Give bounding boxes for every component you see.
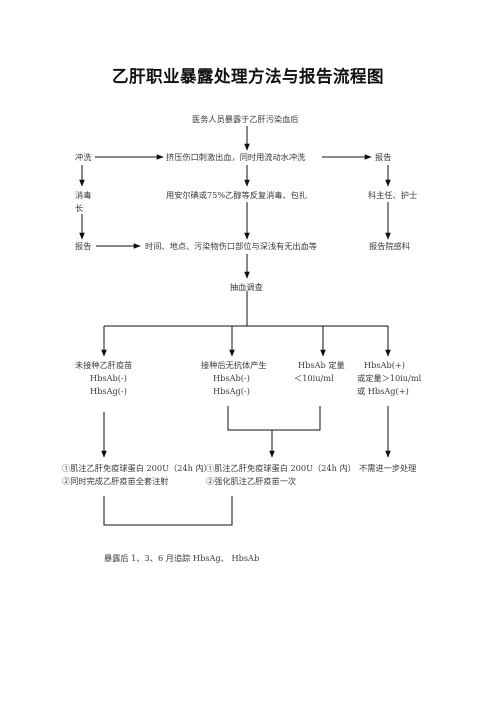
node-report-infection: 报告院感科 [369,241,410,251]
action-2-line-2: ②强化肌注乙肝疫苗一次 [206,476,297,486]
action-1-line-1: ①肌注乙肝免疫球蛋白 200U（24h 内） [62,463,212,473]
bracket-branch-2-3 [227,406,321,431]
node-rinse-detail: 挤压伤口刺激出血，同时用流动水冲洗 [166,152,306,162]
node-rinse: 冲洗 [75,152,92,162]
node-disinfect-wrap: 长 [75,203,84,213]
branch-3-line-1: HbsAb 定量 [298,360,345,370]
node-report-1: 报告 [375,152,392,162]
branch-4-line-1: HbsAb(+) [364,360,405,370]
branch-4-line-3: 或 HbsAg(+) [357,386,409,396]
branch-1-line-3: HbsAg(-) [90,386,127,396]
node-director: 科主任、护士 [368,190,418,200]
page-title: 乙肝职业暴露处理方法与报告流程图 [112,67,384,86]
branch-2-line-2: HbsAb(-) [213,373,250,383]
node-disinfect: 消毒 [75,190,92,200]
bracket-actions-merge [103,496,233,526]
node-followup: 暴露后 1、3、6 月追踪 HbsAg、 HbsAb [104,553,260,563]
branch-4-line-2: 或定量＞10iu/ml [357,373,422,383]
branch-1-line-1: 未接种乙肝疫苗 [75,360,133,370]
branch-3-line-2: ＜10iu/ml [294,373,334,383]
node-report-detail: 时间、地点、污染物伤口部位与深浅有无出血等 [145,241,317,251]
branch-2-line-3: HbsAg(-) [213,386,250,396]
branch-2-line-1: 接种后无抗体产生 [201,360,267,370]
node-start: 医务人员暴露于乙肝污染血后 [192,114,299,124]
action-1-line-2: ②同时完成乙肝疫苗全套注射 [62,476,169,486]
branch-1-line-2: HbsAb(-) [90,373,127,383]
node-disinfect-detail: 用安尔碘或75%乙醇等反复消毒、包扎 [166,190,308,200]
node-blood-test: 抽血调查 [230,282,263,292]
node-report-2: 报告 [75,241,92,251]
action-2-line-1: ①肌注乙肝免疫球蛋白 200U（24h 内） [206,463,356,473]
action-3: 不需进一步处理 [359,463,417,473]
